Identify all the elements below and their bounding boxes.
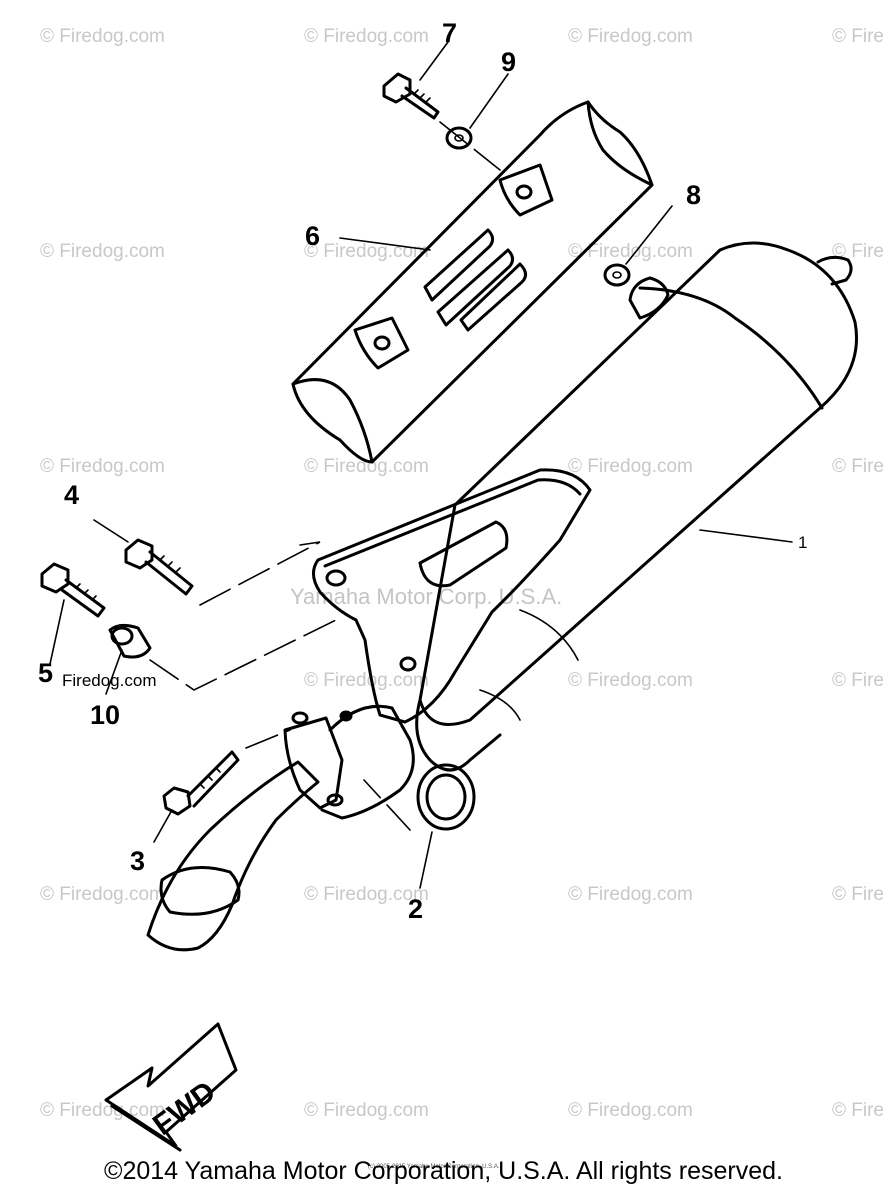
- watermark: © Firedog.com: [40, 241, 165, 262]
- callout-3: 3: [130, 846, 145, 876]
- watermark: © Firedog.com: [304, 884, 429, 905]
- watermark: © Fire: [832, 241, 884, 262]
- watermark: © Firedog.com: [568, 884, 693, 905]
- watermark: © Fire: [832, 26, 884, 47]
- watermark: © Firedog.com: [304, 456, 429, 477]
- fasteners-drawing: [40, 72, 631, 816]
- watermark: © Firedog.com: [40, 1100, 165, 1121]
- watermark: © Firedog.com: [304, 670, 429, 691]
- watermark: © Firedog.com: [568, 670, 693, 691]
- callout-5: 5: [38, 658, 53, 688]
- watermark: © Firedog.com: [304, 26, 429, 47]
- watermark: © Firedog.com: [40, 884, 165, 905]
- watermark: © Firedog.com: [40, 456, 165, 477]
- watermark: © Firedog.com: [40, 26, 165, 47]
- center-watermark: Yamaha Motor Corp. U.S.A.: [290, 584, 562, 609]
- watermark: © Firedog.com: [568, 26, 693, 47]
- fwd-arrow: FWD: [104, 1022, 238, 1152]
- watermark-grid: © Firedog.com © Firedog.com © Firedog.co…: [40, 26, 884, 1121]
- gasket-drawing: [416, 763, 476, 831]
- leader-lines: [49, 41, 793, 889]
- watermark: © Fire: [832, 670, 884, 691]
- callout-6: 6: [305, 221, 320, 251]
- watermark: © Fire: [832, 884, 884, 905]
- callout-8: 8: [686, 180, 701, 210]
- assembly-lines: [149, 121, 501, 831]
- watermark: © Firedog.com: [568, 456, 693, 477]
- fwd-label: FWD: [147, 1075, 222, 1142]
- callout-1: 1: [798, 533, 807, 552]
- mount-bracket-drawing: [312, 468, 592, 724]
- watermark: © Firedog.com: [304, 241, 429, 262]
- exhaust-pipe-drawing: [146, 704, 415, 952]
- callout-firedog-watermark: Firedog.com: [62, 671, 156, 690]
- callout-10: 10: [90, 700, 120, 730]
- callout-7: 7: [442, 18, 457, 48]
- callouts: 7 9 8 6 1 4 5 Firedog.com 10 3 2: [38, 18, 807, 924]
- watermark: © Fire: [832, 456, 884, 477]
- callout-9: 9: [501, 47, 516, 77]
- watermark: © Fire: [832, 1100, 884, 1121]
- tiny-copyright-notice: (c) 2005-2015 Yamaha Motor Corporation, …: [368, 1164, 500, 1170]
- heat-protector-drawing: [291, 100, 654, 464]
- watermark: © Firedog.com: [568, 1100, 693, 1121]
- muffler-drawing: [415, 241, 859, 772]
- copyright-notice: ©2014 Yamaha Motor Corporation, U.S.A. A…: [104, 1157, 783, 1185]
- watermark: © Firedog.com: [304, 1100, 429, 1121]
- callout-4: 4: [64, 480, 79, 510]
- callout-2: 2: [408, 894, 423, 924]
- watermark: © Firedog.com: [568, 241, 693, 262]
